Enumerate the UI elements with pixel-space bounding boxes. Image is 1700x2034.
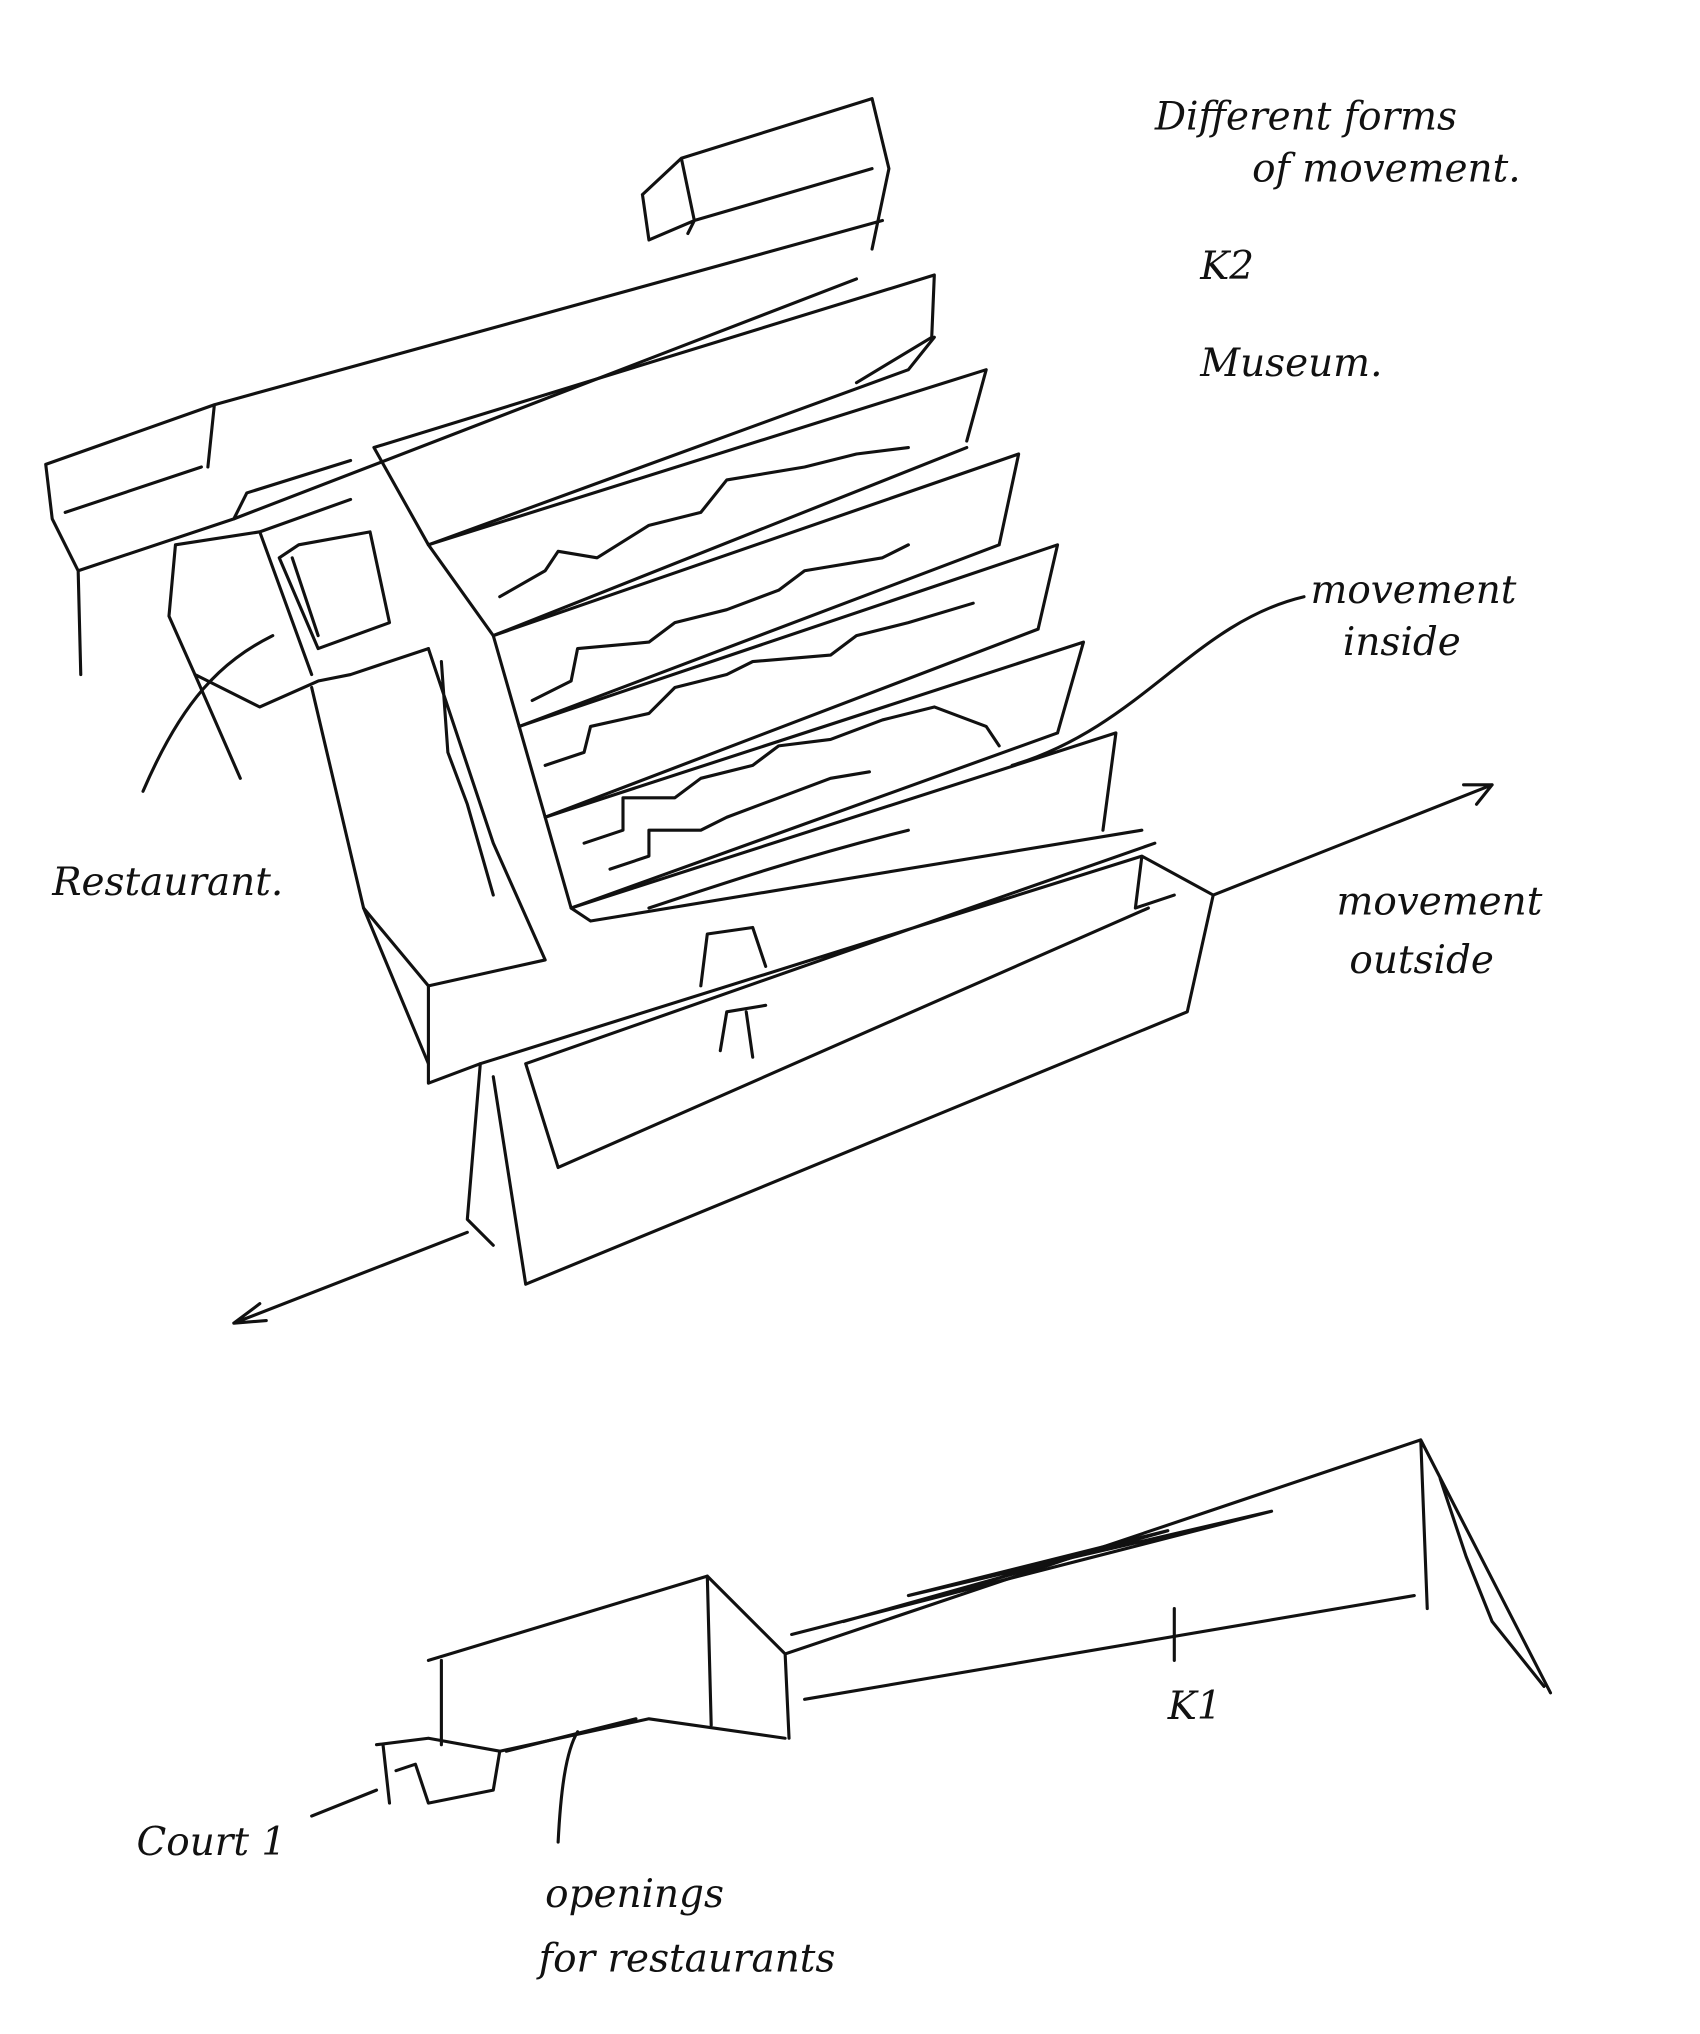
- annotation-movement-outside-2: outside: [1349, 938, 1493, 983]
- top-long-bar: [44, 218, 884, 677]
- section-outline: [374, 1438, 1553, 1753]
- front-long-block: [465, 841, 1215, 1286]
- fin-5: [543, 640, 1086, 910]
- annotation-title-line1: Different forms: [1154, 95, 1457, 140]
- lower-section-sketch: [310, 1438, 1553, 1844]
- annotation-openings-2: for restaurants: [536, 1937, 836, 1982]
- annotation-movement-outside-1: movement: [1336, 880, 1542, 925]
- fin-3: [491, 452, 1021, 728]
- annotation-court: Court 1: [137, 1820, 287, 1865]
- leader-court: [310, 1788, 379, 1818]
- arrow-outside-left: [232, 1230, 469, 1325]
- annotation-title-line2: of movement.: [1252, 147, 1521, 192]
- annotation-k2: K2: [1199, 244, 1254, 289]
- restaurant-block: [167, 497, 430, 1066]
- annotation-k1: K1: [1167, 1684, 1222, 1729]
- annotation-movement-inside-1: movement: [1311, 568, 1517, 613]
- leader-movement-inside: [1010, 595, 1306, 767]
- annotation-restaurant: Restaurant.: [51, 860, 283, 905]
- top-box: [640, 97, 891, 251]
- corridor-block: [361, 647, 547, 1085]
- leader-openings: [556, 1730, 580, 1844]
- upper-axonometric-sketch: [44, 97, 1494, 1325]
- annotation-museum: Museum.: [1199, 341, 1382, 386]
- annotations: Different forms of movement. K2 Museum. …: [51, 95, 1543, 1982]
- section-hatching: [504, 1477, 1546, 1753]
- arrow-outside-right: [1211, 783, 1494, 897]
- fin-1: [372, 273, 936, 547]
- court-detail: [381, 1743, 502, 1805]
- fin-6: [569, 731, 1144, 923]
- annotation-movement-inside-2: inside: [1343, 620, 1461, 665]
- leader-restaurant: [141, 634, 275, 793]
- annotation-openings-1: openings: [545, 1872, 724, 1917]
